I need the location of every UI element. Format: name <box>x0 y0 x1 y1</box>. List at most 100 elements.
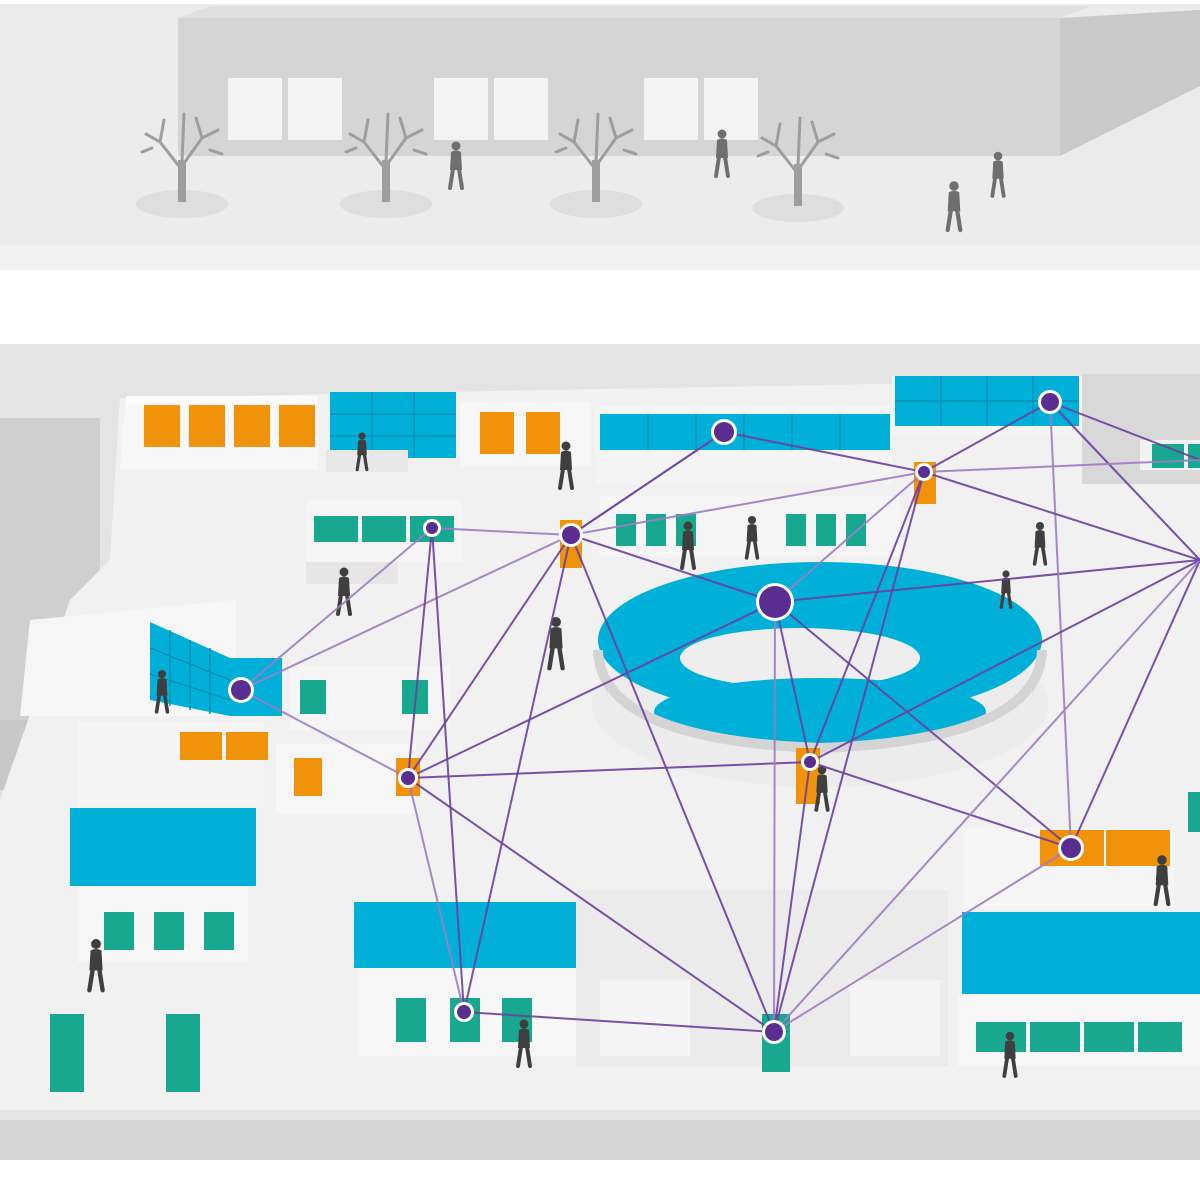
network-link <box>809 761 1072 849</box>
street-window <box>494 78 548 140</box>
pedestrian-icon <box>990 151 1006 198</box>
pedestrian-icon <box>714 129 730 178</box>
pedestrian-icon <box>1002 1031 1018 1078</box>
shop-teal <box>314 516 358 542</box>
room-left-lower <box>50 722 268 1092</box>
network-link <box>570 431 725 536</box>
page-bottom-band <box>0 1160 1200 1200</box>
network-link <box>773 761 811 1033</box>
floor-plan <box>0 344 1200 1160</box>
street-window <box>288 78 342 140</box>
network-link <box>1049 401 1072 849</box>
network-node-icon <box>559 523 583 547</box>
shop-orange <box>526 412 560 454</box>
shop-teal <box>300 680 326 714</box>
street-window <box>228 78 282 140</box>
shop-teal <box>154 912 184 950</box>
network-link <box>774 601 811 763</box>
network-link <box>809 559 1200 763</box>
screen-wall <box>962 912 1200 994</box>
network-link <box>773 601 776 1033</box>
network-link <box>431 527 465 1013</box>
room-bottom-mid <box>354 902 576 1056</box>
shop-orange <box>189 405 225 447</box>
pedestrian-icon <box>1032 521 1048 566</box>
pedestrian-icon <box>154 669 170 714</box>
shop-orange <box>144 405 180 447</box>
street-window <box>644 78 698 140</box>
street-window <box>434 78 488 140</box>
screen-wall <box>70 808 256 886</box>
network-nodes <box>228 390 1084 1044</box>
network-node-icon <box>1058 835 1084 861</box>
pedestrian-icon <box>999 570 1013 610</box>
shop-teal <box>1030 1022 1080 1052</box>
network-link <box>923 401 1051 473</box>
room-right-lower <box>958 770 1200 1066</box>
network-link <box>240 689 409 779</box>
pedestrian-icon <box>814 765 830 812</box>
tree-icon <box>550 112 642 218</box>
network-links <box>240 401 1200 1033</box>
network-node-icon <box>398 768 418 788</box>
pedestrian-icon <box>680 521 696 570</box>
street-window <box>704 78 758 140</box>
shop-teal <box>396 998 426 1042</box>
floor-front-edge <box>0 1120 1200 1160</box>
tree-icon <box>340 112 432 218</box>
scene-separator <box>0 270 1200 344</box>
shop-orange <box>279 405 315 447</box>
room-bottom-center <box>576 890 948 1072</box>
pedestrian-icon <box>355 432 369 472</box>
shop-teal <box>786 514 806 546</box>
shop-teal <box>976 1022 1026 1052</box>
pedestrian-icon <box>336 567 352 616</box>
network-link <box>240 534 572 691</box>
network-link <box>240 527 433 691</box>
shop-teal <box>1084 1022 1134 1052</box>
shop-teal <box>646 514 666 546</box>
network-link <box>570 534 776 603</box>
network-link <box>407 534 572 779</box>
network-link <box>773 847 1072 1033</box>
shop-orange <box>480 412 514 454</box>
pedestrian-icon <box>448 141 464 190</box>
pedestrian-icon <box>87 939 105 993</box>
network-link <box>570 534 775 1033</box>
network-link <box>774 559 1200 603</box>
network-node-icon <box>228 677 254 703</box>
shop-orange <box>294 758 322 796</box>
network-link <box>431 527 572 536</box>
street-ground-edge <box>0 246 1200 270</box>
network-link <box>407 527 433 779</box>
atrium-pool-lower <box>654 678 986 746</box>
network-link <box>774 471 925 603</box>
network-link <box>407 761 811 779</box>
network-node-icon <box>915 463 933 481</box>
shop-teal <box>816 514 836 546</box>
pedestrian-icon <box>945 181 963 233</box>
shop-orange <box>234 405 270 447</box>
shop-orange <box>180 732 222 760</box>
room-mid-orange <box>276 744 416 814</box>
network-link <box>809 471 925 763</box>
network-node-icon <box>756 583 794 621</box>
network-node-icon <box>454 1002 474 1022</box>
network-link <box>407 601 776 779</box>
network-link <box>774 601 1072 849</box>
network-link <box>1049 401 1200 461</box>
tree-icon <box>136 112 228 218</box>
room-mid-teal <box>290 666 450 730</box>
pedestrian-icon <box>558 441 574 490</box>
room-top-left <box>120 396 318 470</box>
network-node-icon <box>711 419 737 445</box>
street-scene <box>0 4 1200 270</box>
shop-teal <box>846 514 866 546</box>
network-link <box>723 431 925 473</box>
shop-teal <box>204 912 234 950</box>
pedestrian-icon <box>1153 855 1171 907</box>
shop-teal <box>1188 444 1200 468</box>
network-link <box>463 1011 775 1033</box>
network-node-icon <box>423 519 441 537</box>
